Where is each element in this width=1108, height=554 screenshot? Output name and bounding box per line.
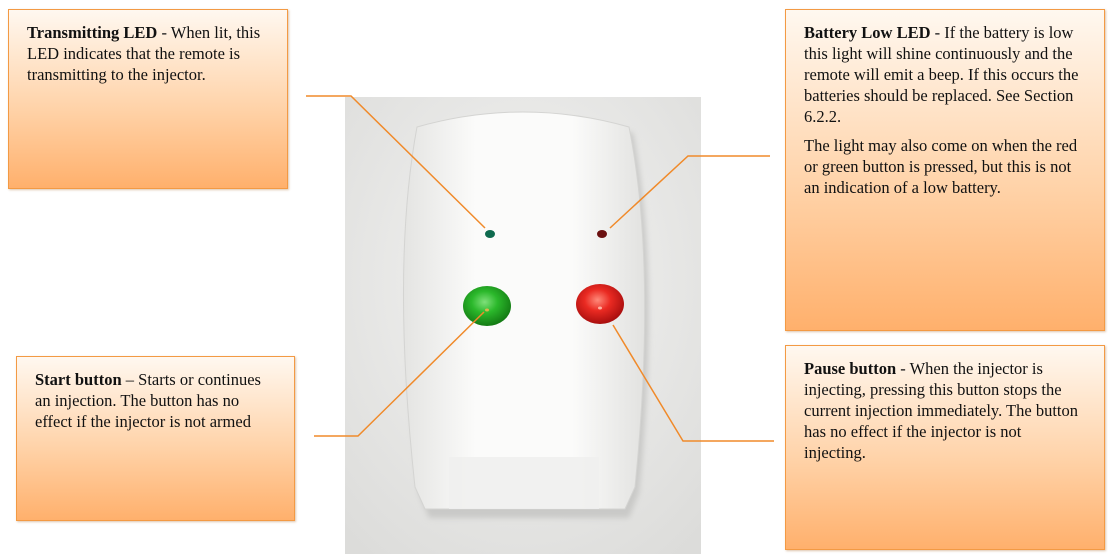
- callout-battery-low-led-title: Battery Low LED: [804, 23, 931, 42]
- callout-pause-button: Pause button - When the injector is inje…: [785, 345, 1105, 550]
- remote-base: [449, 457, 599, 509]
- callout-battery-low-led: Battery Low LED - If the battery is low …: [785, 9, 1105, 331]
- callout-pause-button-title: Pause button: [804, 359, 897, 378]
- callout-battery-low-led-text: - If the battery is low this light will …: [804, 23, 1079, 126]
- callout-transmitting-led-text: - When lit, this LED indicates that the …: [27, 23, 261, 84]
- start-button[interactable]: [463, 286, 511, 326]
- callout-transmitting-led-title: Transmitting LED: [27, 23, 158, 42]
- callout-start-button-title: Start button: [35, 370, 122, 389]
- remote-control-photo: [345, 97, 701, 554]
- transmitting-led: [485, 230, 495, 238]
- battery-low-led: [597, 230, 607, 238]
- callout-start-button-text: – Starts or continues an injection. The …: [35, 370, 261, 431]
- pause-button[interactable]: [576, 284, 624, 324]
- callout-transmitting-led: Transmitting LED - When lit, this LED in…: [8, 9, 288, 189]
- callout-pause-button-text: - When the injector is injecting, pressi…: [804, 359, 1079, 462]
- callout-battery-low-led-extra: The light may also come on when the red …: [804, 136, 1078, 197]
- callout-start-button: Start button – Starts or continues an in…: [16, 356, 295, 521]
